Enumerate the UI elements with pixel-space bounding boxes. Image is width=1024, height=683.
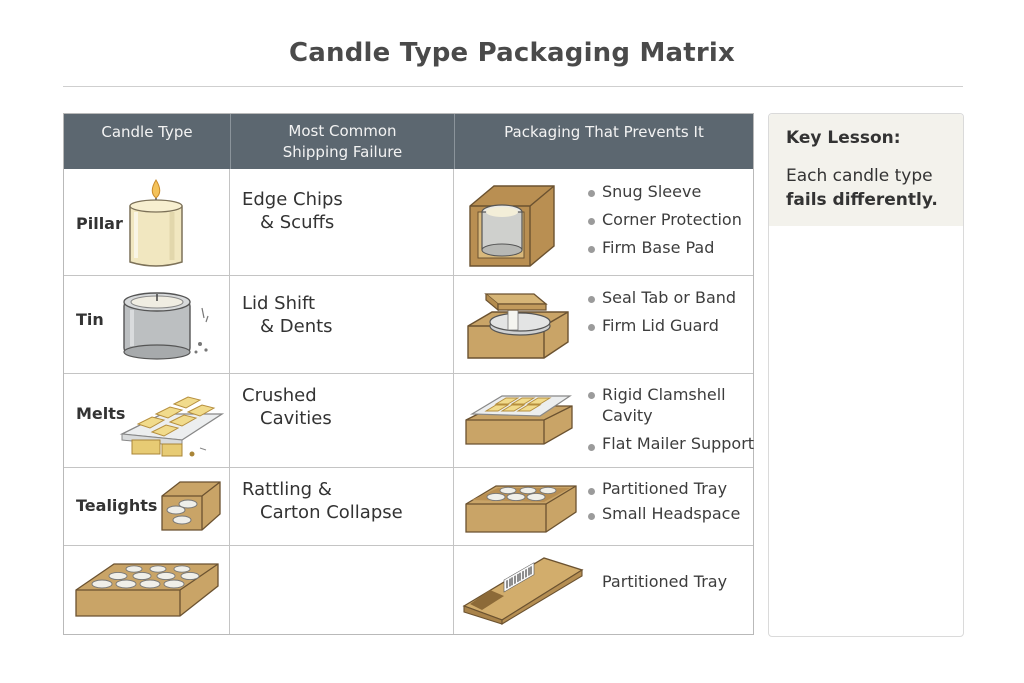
sleeve-box-icon xyxy=(469,185,555,267)
header-packaging: Packaging That Prevents It xyxy=(454,114,753,169)
key-lesson-title: Key Lesson: xyxy=(786,128,901,148)
packaging-matrix-table: Candle Type Most Common Shipping Failure… xyxy=(63,113,754,635)
packaging-bullet-line: Cavity xyxy=(602,406,653,425)
key-lesson-text: Each candle type fails differently. xyxy=(786,164,938,212)
failure-line: Rattling & xyxy=(242,479,332,500)
clamshell-mailer-icon xyxy=(465,395,573,445)
tealight-carton-icon xyxy=(161,481,221,531)
row-packaging-tray: Partitioned Tray xyxy=(602,572,728,591)
row-type-tin: Tin xyxy=(76,310,104,329)
row-divider xyxy=(64,467,753,468)
row-type-tealights: Tealights xyxy=(76,496,158,515)
row-packaging-melts: Rigid Clamshell Cavity Flat Mailer Suppo… xyxy=(588,384,754,456)
row-failure-tealights: Rattling & Carton Collapse xyxy=(242,478,403,524)
failure-line: Lid Shift xyxy=(242,293,316,314)
key-lesson-line1: Each candle type xyxy=(786,166,933,186)
partitioned-tray-icon xyxy=(465,485,577,533)
row-failure-tin: Lid Shift & Dents xyxy=(242,292,333,338)
header-candle-type: Candle Type xyxy=(64,114,230,169)
tin-candle-icon xyxy=(123,292,209,360)
header-failure-line1: Most Common xyxy=(288,121,397,140)
row-type-pillar: Pillar xyxy=(76,214,123,233)
key-lesson-header xyxy=(769,114,963,226)
barcode-carton-icon xyxy=(462,557,584,625)
row-failure-melts: Crushed Cavities xyxy=(242,384,332,430)
packaging-bullet: Firm Lid Guard xyxy=(588,312,736,340)
header-candle-type-label: Candle Type xyxy=(101,123,193,141)
failure-line: & Dents xyxy=(260,316,333,337)
row-type-melts: Melts xyxy=(76,404,126,423)
column-divider xyxy=(453,169,454,634)
packaging-bullet: Seal Tab or Band xyxy=(588,284,736,312)
failure-line: Carton Collapse xyxy=(260,502,403,523)
failure-line: & Scuffs xyxy=(260,212,335,233)
header-shipping-failure: Most Common Shipping Failure xyxy=(230,114,454,169)
row-divider xyxy=(64,545,753,546)
packaging-bullet: Snug Sleeve xyxy=(588,178,742,206)
packaging-bullet-line: Rigid Clamshell xyxy=(602,385,726,404)
packaging-bullet: Rigid Clamshell Cavity xyxy=(588,384,754,432)
key-lesson-panel: Key Lesson: Each candle type fails diffe… xyxy=(768,113,964,637)
tealight-tray-icon xyxy=(75,563,219,617)
row-failure-pillar: Edge Chips & Scuffs xyxy=(242,188,343,234)
lidded-tin-box-icon xyxy=(467,293,569,359)
failure-line: Cavities xyxy=(260,408,332,429)
pillar-candle-icon xyxy=(129,179,183,267)
failure-line: Edge Chips xyxy=(242,189,343,210)
packaging-bullet: Corner Protection xyxy=(588,206,742,234)
wax-melts-icon xyxy=(119,396,225,457)
packaging-bullet: Small Headspace xyxy=(588,501,740,526)
page-title: Candle Type Packaging Matrix xyxy=(288,38,736,68)
header-failure-line2: Shipping Failure xyxy=(282,142,403,161)
title-divider xyxy=(63,86,963,87)
row-packaging-tealights: Partitioned Tray Small Headspace xyxy=(588,476,740,526)
packaging-bullet: Firm Base Pad xyxy=(588,234,742,262)
packaging-bullet: Flat Mailer Support xyxy=(588,432,754,456)
packaging-bullet: Partitioned Tray xyxy=(588,476,740,501)
header-packaging-label: Packaging That Prevents It xyxy=(504,123,704,141)
row-divider xyxy=(64,373,753,374)
key-lesson-line2: fails differently. xyxy=(786,190,938,210)
row-packaging-tin: Seal Tab or Band Firm Lid Guard xyxy=(588,284,736,340)
row-divider xyxy=(64,275,753,276)
column-divider xyxy=(229,169,230,634)
failure-line: Crushed xyxy=(242,385,317,406)
row-packaging-pillar: Snug Sleeve Corner Protection Firm Base … xyxy=(588,178,742,262)
